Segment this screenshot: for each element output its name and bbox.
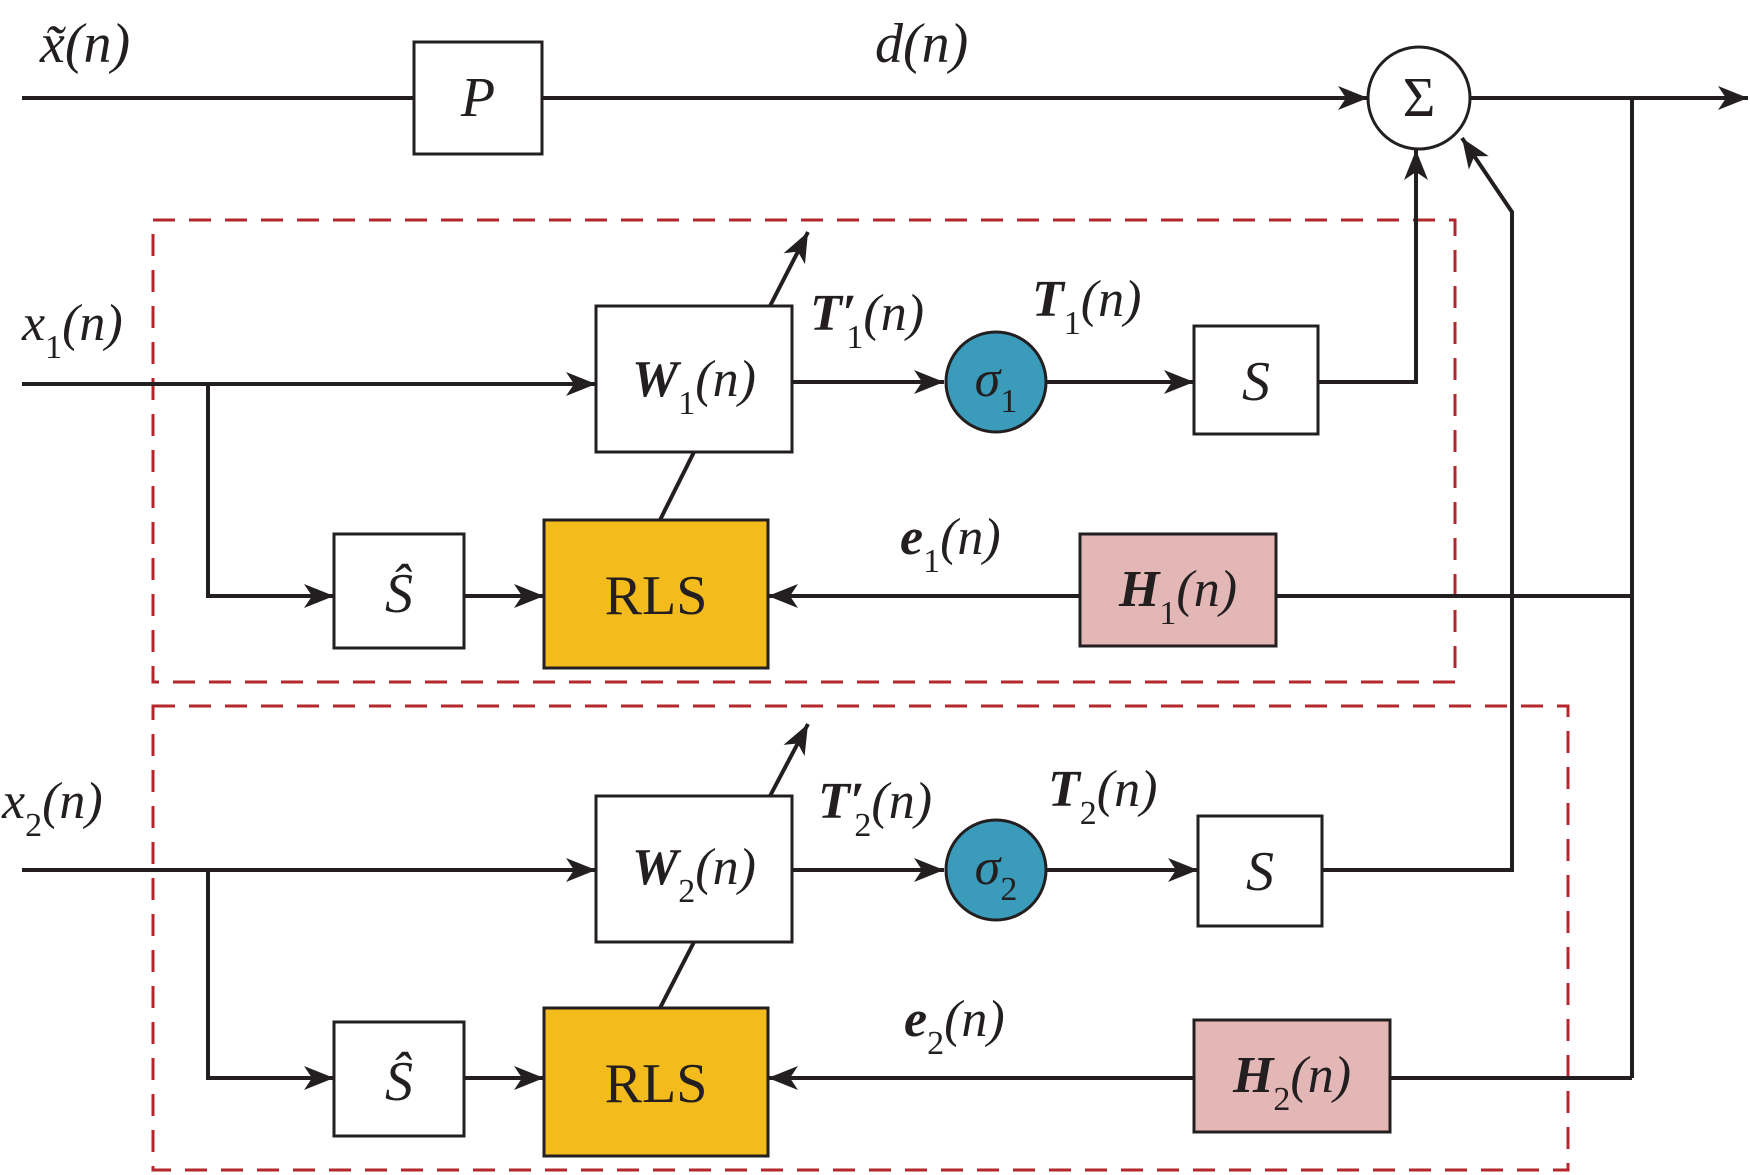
ch2-w-label: W2(n) (632, 839, 756, 910)
ch2-w-block (594, 794, 794, 944)
ch2-adaptive-arrow (768, 723, 810, 797)
sum-symbol: Σ (1403, 67, 1436, 129)
ch1-e-label: e1(n) (900, 509, 1001, 580)
ch1-h-label: H1(n) (1118, 561, 1237, 632)
ch1-t-label: T1(n) (1032, 271, 1141, 342)
ch2-x-label: x2(n) (1, 773, 103, 844)
ch2-rls-label: RLS (605, 1053, 708, 1115)
ch2-s-to-sum-arrow (1322, 136, 1514, 872)
ch1-s-to-sum-arrow (1318, 150, 1428, 384)
ch1-tprime-label: T′1(n) (810, 285, 924, 356)
ch2-h-label: H2(n) (1232, 1047, 1351, 1118)
channel1-dashed-group (151, 218, 1457, 684)
p-block (412, 40, 544, 156)
x-tilde-label: x̃(n) (39, 13, 130, 75)
ch1-adaptive-arrow (768, 231, 810, 307)
d-label: d(n) (875, 13, 968, 75)
ch2-rls-block (542, 1006, 770, 1158)
ch1-s-block (1192, 324, 1320, 436)
ch1-rls-block (542, 518, 770, 670)
ch1-s-label: S (1242, 351, 1270, 413)
ch2-sigma-label: σ2 (975, 839, 1018, 908)
ch1-x-label: x1(n) (21, 295, 123, 366)
ch2-t-label: T2(n) (1048, 761, 1157, 832)
ch1-h-block (1078, 532, 1278, 648)
ch2-tprime-label: T′2(n) (818, 773, 932, 844)
ch2-shat-label: Ŝ (385, 1050, 413, 1113)
ch1-w-label: W1(n) (632, 351, 756, 422)
ch1-shat-block (332, 532, 466, 650)
ch2-e-label: e2(n) (904, 991, 1005, 1062)
ch1-shat-label: Ŝ (385, 562, 413, 625)
ch2-shat-block (332, 1020, 466, 1138)
ch2-h-block (1192, 1018, 1392, 1134)
p-block-label: P (460, 67, 495, 129)
ch2-s-block (1196, 814, 1324, 928)
ch1-rls-to-w-line (658, 451, 696, 521)
ch2-rls-to-w-line (658, 941, 696, 1009)
ch2-input-to-shat-arrow (206, 870, 334, 1090)
ch1-w-block (594, 304, 794, 454)
ch1-input-to-shat-arrow (206, 384, 334, 608)
ch2-s-label: S (1246, 841, 1274, 903)
ch1-rls-label: RLS (605, 565, 708, 627)
ch1-sigma-label: σ1 (975, 351, 1018, 420)
